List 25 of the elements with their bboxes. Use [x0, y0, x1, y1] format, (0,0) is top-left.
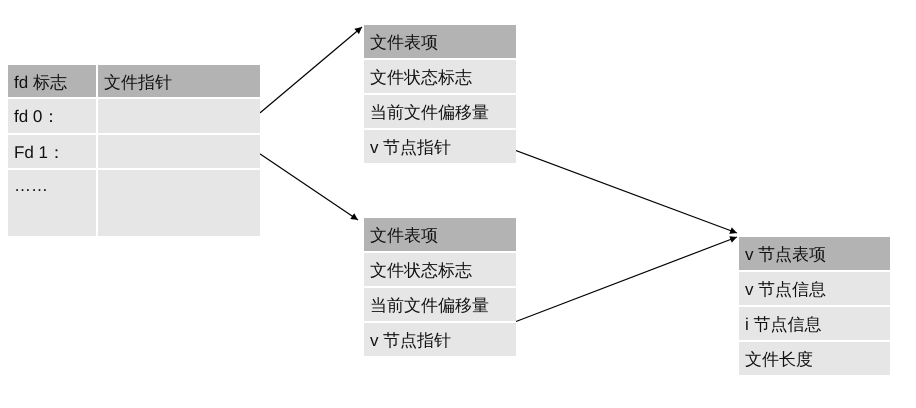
table-cell: 当前文件偏移量 — [364, 95, 516, 128]
arrow — [260, 153, 358, 220]
header-cell: fd 标志 — [8, 65, 96, 97]
table-cell: v 节点指针 — [364, 130, 516, 163]
table-cell: 文件状态标志 — [364, 60, 516, 93]
header-cell: 文件指针 — [98, 65, 260, 97]
arrow — [516, 236, 738, 322]
table-cell: 文件状态标志 — [364, 253, 516, 286]
header-cell: 文件表项 — [364, 218, 516, 251]
table-cell: 文件长度 — [739, 342, 890, 375]
table-cell: v 节点信息 — [739, 272, 890, 305]
table-cell: i 节点信息 — [739, 307, 890, 340]
arrow — [516, 150, 738, 234]
table — [739, 237, 890, 375]
table — [364, 218, 516, 356]
table-cell: Fd 1： — [8, 135, 96, 168]
table — [364, 25, 516, 163]
arrow — [260, 26, 362, 114]
header-cell: 文件表项 — [364, 25, 516, 58]
table-cell: …… — [8, 170, 96, 236]
table — [8, 65, 260, 236]
header-cell: v 节点表项 — [739, 237, 890, 270]
table-cell: fd 0： — [8, 99, 96, 133]
table-cell: v 节点指针 — [364, 323, 516, 356]
table-cell: 当前文件偏移量 — [364, 288, 516, 321]
